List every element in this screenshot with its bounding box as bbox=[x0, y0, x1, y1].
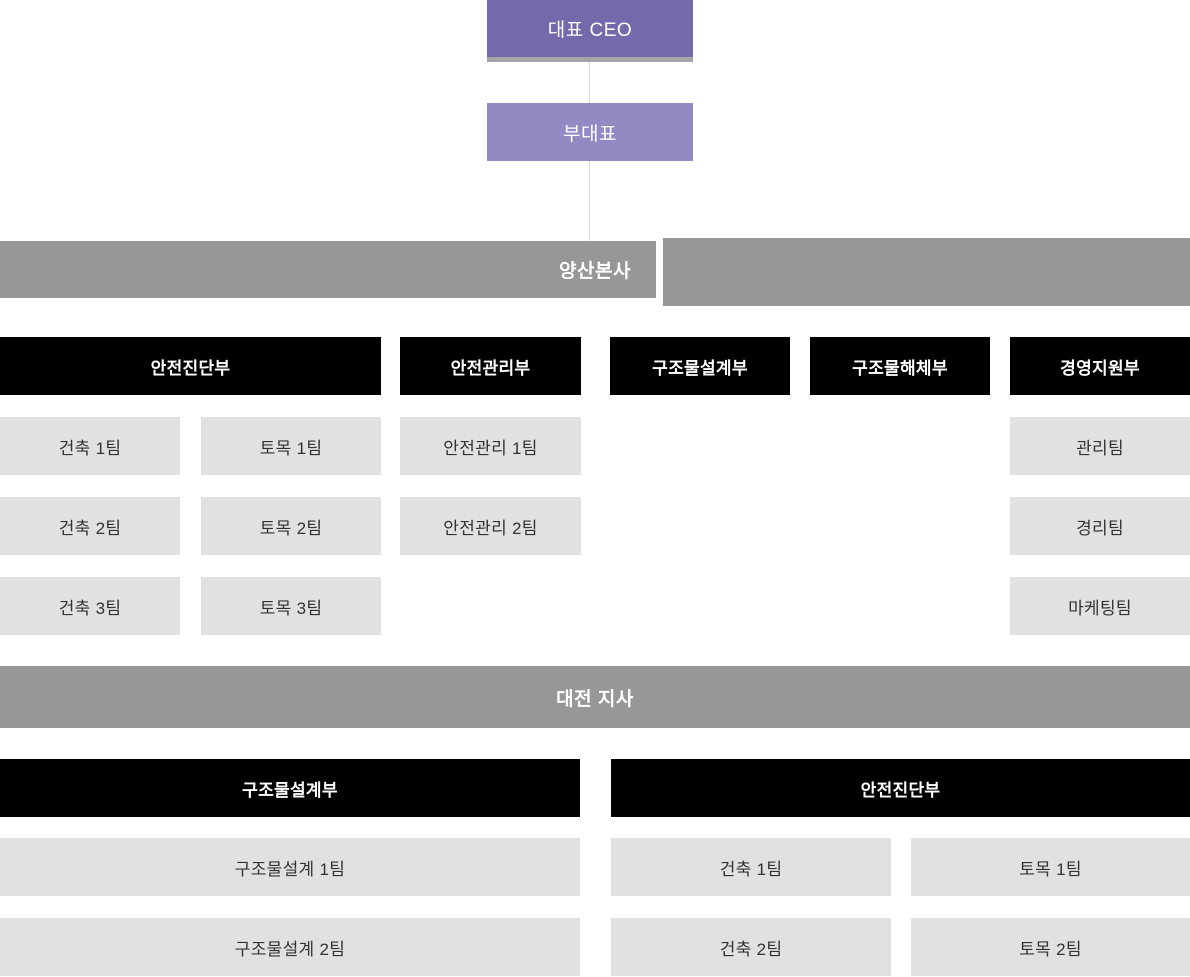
branch-bar bbox=[0, 666, 1190, 728]
team-box-safety-management-2: 안전관리 2팀 bbox=[400, 497, 581, 555]
hq-bar-right-segment bbox=[663, 238, 1190, 306]
team-box-architecture-1: 건축 1팀 bbox=[0, 417, 180, 475]
team-box-civil-2: 토목 2팀 bbox=[201, 497, 381, 555]
team-box-structure-design-2: 구조물설계 2팀 bbox=[0, 918, 580, 976]
ceo-box: 대표 CEO bbox=[487, 0, 693, 57]
vice-ceo-box: 부대표 bbox=[487, 103, 693, 161]
team-box-structure-design-1: 구조물설계 1팀 bbox=[0, 838, 580, 896]
team-box-accounting: 경리팀 bbox=[1010, 497, 1190, 555]
branch-bar-title: 대전 지사 bbox=[556, 688, 634, 710]
dept-header-safety-diagnosis: 안전진단부 bbox=[0, 337, 381, 395]
team-box-civil-3: 토목 3팀 bbox=[201, 577, 381, 635]
dept-header-management-support: 경영지원부 bbox=[1010, 337, 1190, 395]
branch-team-box-civil-2: 토목 2팀 bbox=[911, 918, 1190, 976]
team-box-marketing: 마케팅팀 bbox=[1010, 577, 1190, 635]
dept-header-safety-management: 안전관리부 bbox=[400, 337, 581, 395]
team-box-architecture-2: 건축 2팀 bbox=[0, 497, 180, 555]
hq-bar-title: 양산본사 bbox=[559, 261, 631, 282]
team-box-civil-1: 토목 1팀 bbox=[201, 417, 381, 475]
hq-bar-left-segment bbox=[0, 241, 656, 298]
branch-team-box-civil-1: 토목 1팀 bbox=[911, 838, 1190, 896]
team-box-architecture-3: 건축 3팀 bbox=[0, 577, 180, 635]
team-box-admin: 관리팀 bbox=[1010, 417, 1190, 475]
dept-header-structure-demolition: 구조물해체부 bbox=[810, 337, 990, 395]
branch-dept-header-structure-design: 구조물설계부 bbox=[0, 759, 580, 817]
team-box-safety-management-1: 안전관리 1팀 bbox=[400, 417, 581, 475]
dept-header-structure-design: 구조물설계부 bbox=[610, 337, 790, 395]
branch-dept-header-safety-diagnosis: 안전진단부 bbox=[611, 759, 1190, 817]
ceo-box-shadow bbox=[487, 57, 693, 62]
branch-team-box-architecture-2: 건축 2팀 bbox=[611, 918, 891, 976]
branch-team-box-architecture-1: 건축 1팀 bbox=[611, 838, 891, 896]
